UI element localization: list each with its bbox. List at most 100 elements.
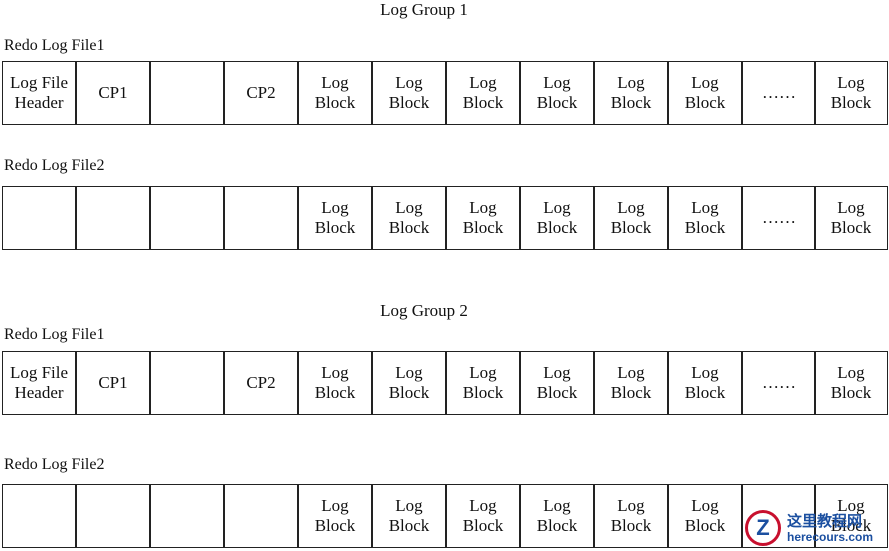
- log-block-cell: Log Block: [372, 485, 446, 547]
- cell-text: CP2: [246, 373, 276, 392]
- cell-text: Log Block: [610, 198, 652, 237]
- log-block-cell: Log Block: [520, 62, 594, 124]
- cell-text: Log File Header: [9, 73, 69, 112]
- cell-text: Log Block: [462, 198, 504, 237]
- group-2-file-2-label: Redo Log File2: [4, 456, 105, 473]
- cell-text: ……: [762, 83, 796, 102]
- empty-cell: [224, 485, 298, 547]
- group-2-file-1-strip: Log File Header CP1 CP2 Log Block Log Bl…: [2, 351, 888, 415]
- group-1-file-2-label: Redo Log File2: [4, 157, 105, 174]
- log-block-cell: Log Block: [372, 352, 446, 414]
- log-block-cell: Log Block: [446, 352, 520, 414]
- log-block-cell: Log Block: [520, 485, 594, 547]
- logo-icon: Z: [745, 510, 781, 546]
- group-2-title: Log Group 2: [380, 301, 468, 320]
- cell-text: Log Block: [314, 73, 356, 112]
- log-block-cell: Log Block: [298, 62, 372, 124]
- watermark-site-url: herecours.com: [787, 530, 874, 544]
- cell-text: Log Block: [462, 496, 504, 535]
- logo-letter: Z: [756, 515, 770, 540]
- cell-text: Log Block: [830, 496, 872, 535]
- log-file-header-cell: Log File Header: [2, 62, 76, 124]
- group-2-file-2-strip: Log Block Log Block Log Block Log Block …: [2, 484, 888, 548]
- cell-text: Log Block: [684, 496, 726, 535]
- cell-text: ……: [762, 208, 796, 227]
- log-block-cell: Log Block: [668, 352, 742, 414]
- log-block-cell: Log Block: [298, 352, 372, 414]
- group-1-title: Log Group 1: [380, 0, 468, 19]
- empty-cell: [76, 485, 150, 547]
- log-block-cell: Log Block: [298, 485, 372, 547]
- empty-cell: [742, 485, 816, 547]
- cp2-cell: CP2: [224, 352, 298, 414]
- log-file-header-cell: Log File Header: [2, 352, 76, 414]
- empty-cell: [2, 187, 76, 249]
- cell-text: Log Block: [536, 73, 578, 112]
- cp1-cell: CP1: [76, 62, 150, 124]
- cp2-cell: CP2: [224, 62, 298, 124]
- cell-text: Log Block: [388, 363, 430, 402]
- empty-cell: [150, 352, 224, 414]
- cell-text: Log Block: [388, 198, 430, 237]
- empty-cell: [76, 187, 150, 249]
- log-block-cell: Log Block: [446, 62, 520, 124]
- empty-cell: [150, 187, 224, 249]
- ellipsis-cell: ……: [742, 62, 816, 124]
- ellipsis-cell: ……: [742, 352, 816, 414]
- log-block-cell: Log Block: [594, 187, 668, 249]
- log-block-cell: Log Block: [520, 352, 594, 414]
- cell-text: Log Block: [314, 198, 356, 237]
- log-block-cell: Log Block: [446, 485, 520, 547]
- log-block-cell: Log Block: [594, 62, 668, 124]
- watermark-logo: Z 这里教程网 herecours.com: [745, 508, 887, 548]
- cell-text: Log Block: [830, 73, 872, 112]
- cell-text: Log Block: [388, 73, 430, 112]
- cell-text: Log Block: [610, 363, 652, 402]
- cell-text: Log Block: [684, 363, 726, 402]
- cell-text: Log Block: [536, 363, 578, 402]
- log-block-cell: Log Block: [372, 187, 446, 249]
- log-block-cell: Log Block: [594, 352, 668, 414]
- cell-text: Log Block: [610, 496, 652, 535]
- log-block-cell: Log Block: [814, 485, 888, 547]
- cell-text: Log Block: [610, 73, 652, 112]
- cell-text: Log Block: [830, 363, 872, 402]
- cell-text: CP2: [246, 83, 276, 102]
- ellipsis-cell: ……: [742, 187, 816, 249]
- empty-cell: [150, 485, 224, 547]
- group-2-file-1-label: Redo Log File1: [4, 326, 105, 343]
- log-block-cell: Log Block: [298, 187, 372, 249]
- log-block-cell: Log Block: [594, 485, 668, 547]
- log-block-cell: Log Block: [814, 187, 888, 249]
- log-block-cell: Log Block: [446, 187, 520, 249]
- log-block-cell: Log Block: [814, 352, 888, 414]
- group-1-file-1-strip: Log File Header CP1 CP2 Log Block Log Bl…: [2, 61, 888, 125]
- log-block-cell: Log Block: [668, 485, 742, 547]
- cell-text: Log Block: [388, 496, 430, 535]
- log-block-cell: Log Block: [520, 187, 594, 249]
- cell-text: Log File Header: [9, 363, 69, 402]
- cell-text: Log Block: [684, 198, 726, 237]
- log-block-cell: Log Block: [668, 62, 742, 124]
- empty-cell: [150, 62, 224, 124]
- group-1-file-1-label: Redo Log File1: [4, 37, 105, 54]
- cell-text: Log Block: [536, 198, 578, 237]
- empty-cell: [224, 187, 298, 249]
- log-block-cell: Log Block: [372, 62, 446, 124]
- cell-text: Log Block: [314, 496, 356, 535]
- watermark-site-name: 这里教程网: [787, 512, 863, 530]
- group-1-file-2-strip: Log Block Log Block Log Block Log Block …: [2, 186, 888, 250]
- cell-text: Log Block: [314, 363, 356, 402]
- cell-text: Log Block: [462, 363, 504, 402]
- cell-text: Log Block: [462, 73, 504, 112]
- cell-text: Log Block: [830, 198, 872, 237]
- cell-text: ……: [762, 373, 796, 392]
- cell-text: Log Block: [536, 496, 578, 535]
- cell-text: CP1: [98, 83, 128, 102]
- cell-text: Log Block: [684, 73, 726, 112]
- empty-cell: [2, 485, 76, 547]
- cell-text: CP1: [98, 373, 128, 392]
- log-block-cell: Log Block: [668, 187, 742, 249]
- cp1-cell: CP1: [76, 352, 150, 414]
- log-block-cell: Log Block: [814, 62, 888, 124]
